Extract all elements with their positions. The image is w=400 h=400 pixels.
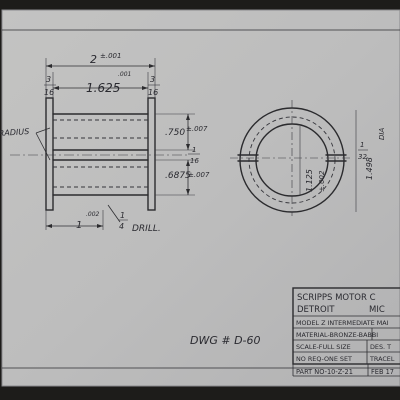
ring-hidden [248, 116, 336, 204]
ring-dia-unit: DIA [378, 128, 386, 140]
required-qty: NO REQ-ONE SET [296, 355, 352, 363]
svg-text:3: 3 [150, 75, 155, 84]
ring-dimensions: 1.125 ±.002 1.498 DIA 1 32 [305, 128, 386, 192]
overall-length-dimension: 2 ±.001 [45, 52, 156, 72]
material: MATERIAL-BRONZE-BABBI [296, 331, 378, 339]
svg-text:.002: .002 [86, 211, 100, 218]
svg-text:4: 4 [119, 222, 124, 231]
company-city: DETROIT [297, 305, 335, 315]
svg-text:1: 1 [76, 220, 82, 231]
overall-length-tolerance: ±.001 [100, 52, 121, 60]
paper-edge [1, 9, 400, 387]
designed-by: DES. T [370, 343, 391, 351]
svg-text:16: 16 [44, 88, 54, 97]
end-view [230, 100, 357, 216]
inner-length-dimension: 1.625 .001 [53, 71, 148, 95]
svg-text:1: 1 [192, 146, 196, 154]
overall-length-value: 2 [90, 53, 97, 66]
outer-dia-tolerance: ±.007 [186, 125, 208, 133]
left-flange [45, 97, 54, 211]
company-state: MIC [369, 305, 385, 315]
svg-text:DRILL.: DRILL. [132, 224, 161, 234]
svg-text:32: 32 [358, 153, 367, 161]
drawing-number: DWG # D-60 [190, 334, 261, 347]
svg-text:1: 1 [120, 211, 125, 220]
company-name: SCRIPPS MOTOR C [297, 293, 376, 303]
svg-text:16: 16 [148, 88, 158, 97]
right-flange [147, 97, 156, 211]
inner-length-tolerance: .001 [118, 71, 131, 78]
svg-text:RADIUS: RADIUS [0, 127, 30, 138]
side-diameter-dimensions: .750 ±.007 1 16 .6875 ±.007 [165, 114, 210, 195]
paper-sheet [2, 10, 400, 386]
radius-note: RADIUS [0, 127, 51, 161]
bottom-length-dimension: .002 1 [46, 211, 103, 231]
left-flange-fraction: 3 16 [44, 75, 56, 97]
inner-length-value: 1.625 [86, 81, 120, 95]
part-number-row: PART NO-10-Z-21 FEB 17 [292, 364, 400, 377]
svg-text:3: 3 [46, 75, 51, 84]
ring-inner-dia: 1.125 [305, 169, 314, 192]
title-block: SCRIPPS MOTOR C DETROIT MIC MODEL Z INTE… [292, 287, 400, 365]
bore-dia-tolerance: ±.007 [188, 171, 210, 179]
svg-text:1: 1 [360, 141, 364, 149]
drill-note: 1 4 DRILL. [107, 204, 161, 234]
traced-by: TRACEL [369, 355, 395, 363]
svg-text:16: 16 [190, 157, 199, 165]
right-flange-fraction: 3 16 [148, 75, 160, 97]
ring-outer-dia: 1.498 [365, 157, 374, 180]
ring-inner-tol: ±.002 [318, 170, 326, 192]
drawing-date: FEB 17 [371, 368, 394, 376]
part-description: MODEL Z INTERMEDIATE MAI [296, 319, 389, 327]
scale: SCALE-FULL SIZE [296, 343, 351, 351]
bore-dia-value: .6875 [165, 171, 191, 181]
outer-dia-value: .750 [165, 128, 185, 138]
part-number: PART NO-10-Z-21 [296, 368, 353, 376]
